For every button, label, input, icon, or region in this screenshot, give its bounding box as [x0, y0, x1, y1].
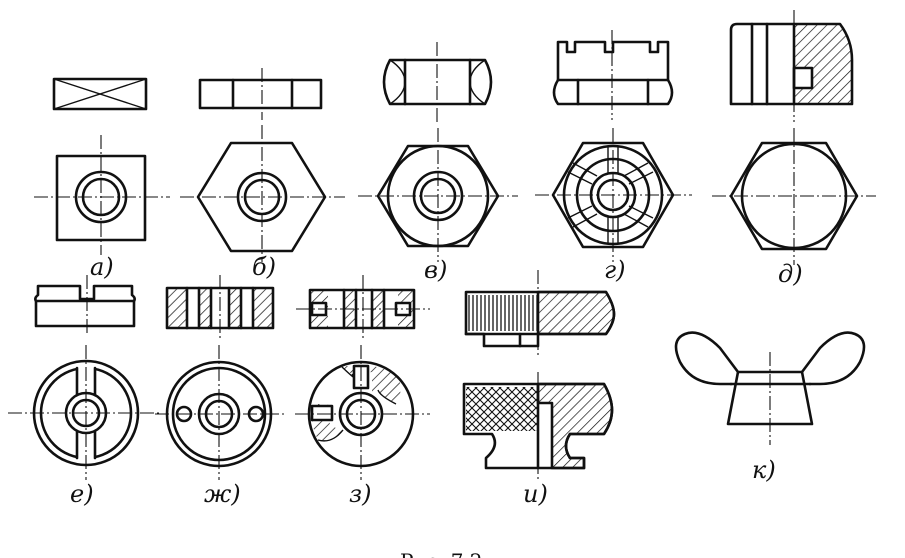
- nut-knurled-lower: [462, 372, 614, 480]
- nut-round-radial-section: [296, 275, 430, 340]
- nut-hex-chamfered: [358, 42, 518, 262]
- nut-round-holes: [155, 275, 285, 480]
- nut-square-side-view: [52, 77, 148, 111]
- nut-round-radial-top-view: [295, 345, 430, 480]
- nut-round-holes-top-view: [155, 345, 285, 480]
- nut-castle-side-view: [552, 30, 674, 120]
- label-e: е): [70, 480, 94, 508]
- nut-square: [34, 77, 170, 255]
- nut-hex-thin-side-view: [198, 68, 323, 120]
- nut-wing: [674, 331, 866, 445]
- label-d: д): [778, 260, 803, 288]
- nut-knurled: [462, 270, 616, 480]
- nut-hex-thin: [180, 68, 345, 262]
- label-v: в): [424, 256, 447, 284]
- nut-hex-chamfered-top-view: [358, 128, 518, 262]
- nut-hex-chamfered-side-view: [382, 42, 493, 124]
- nut-knurled-upper: [464, 270, 616, 355]
- nut-castle-top-view: [535, 128, 692, 262]
- figure-caption: Рис. 7.2: [400, 549, 483, 558]
- nut-round-slotted-top-view: [8, 345, 162, 480]
- nut-castle: [535, 30, 692, 262]
- nut-cap: [712, 10, 876, 265]
- label-k: к): [752, 456, 776, 484]
- label-b: б): [252, 253, 276, 281]
- nut-cap-side-view: [729, 10, 854, 122]
- nut-cap-top-view: [712, 128, 876, 265]
- nut-round-slotted-side-view: [34, 275, 136, 336]
- nut-round-slotted: [8, 275, 162, 480]
- nut-square-top-view: [34, 135, 170, 255]
- nut-hex-thin-top-view: [180, 125, 345, 262]
- label-z: з): [349, 480, 371, 508]
- label-a: а): [90, 253, 114, 281]
- nut-round-radial: [295, 275, 430, 480]
- label-zh: ж): [204, 480, 241, 508]
- label-i: и): [523, 480, 548, 508]
- label-g: г): [604, 256, 626, 284]
- nut-round-holes-section: [165, 275, 275, 340]
